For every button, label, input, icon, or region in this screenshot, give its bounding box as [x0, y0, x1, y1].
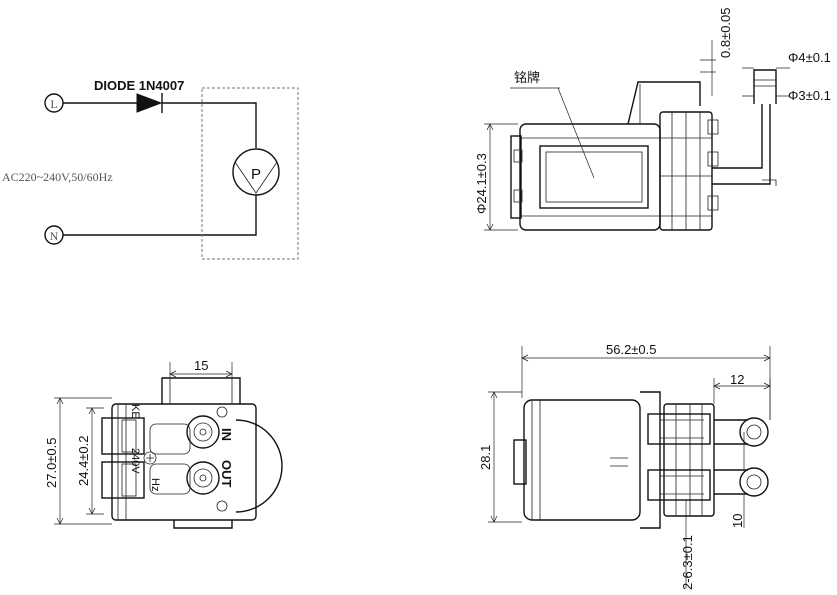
dim-body-dia: Φ24.1±0.3: [474, 153, 489, 214]
motor-body: [519, 123, 661, 231]
top-motor-body: [523, 399, 641, 521]
dim-height-outer: 27.0±0.5: [44, 437, 59, 488]
nameplate: [539, 145, 649, 209]
port-out: [186, 461, 220, 495]
end-view: IN OUT KE 240V Hz 15 27.0±0.5 24.4±0.2: [44, 358, 283, 529]
nameplate-label: 铭牌: [514, 70, 540, 85]
terminal-n-label: N: [50, 229, 59, 243]
terminal-l-label: L: [50, 97, 57, 111]
nozzle-out: [739, 467, 769, 497]
diode-icon: [136, 93, 163, 113]
top-view: 56.2±0.5 12 28.1 10 2-6.3±0.1: [478, 342, 771, 590]
circuit-schematic: L N P DIODE 1N4007 AC220~240V,50/60Hz: [2, 78, 299, 260]
pump-symbol-label: P: [251, 166, 261, 183]
dim-nozzle: 12: [730, 372, 744, 387]
nozzle-in: [739, 417, 769, 447]
dim-wall: 0.8±0.05: [718, 7, 733, 58]
dim-height: 28.1: [478, 445, 493, 470]
dim-outer-dia: Φ4±0.1: [788, 50, 831, 65]
label-240v: 240V: [129, 448, 141, 474]
label-ke: KE: [129, 404, 141, 419]
label-in: IN: [219, 428, 234, 441]
dim-inner-dia: Φ3±0.1: [788, 88, 831, 103]
dim-terminals: 2-6.3±0.1: [680, 535, 695, 590]
dim-width: 15: [194, 358, 208, 373]
dim-length: 56.2±0.5: [606, 342, 657, 357]
spade-terminal-top: [647, 413, 711, 445]
pump-enclosure: [201, 87, 299, 260]
supply-label: AC220~240V,50/60Hz: [2, 170, 113, 184]
label-out: OUT: [219, 460, 234, 488]
dim-height-inner: 24.4±0.2: [76, 435, 91, 486]
label-hz: Hz: [149, 478, 161, 491]
diode-label: DIODE 1N4007: [94, 78, 184, 93]
side-view: 铭牌 Φ24.1±0.3 0.8±0.05 Φ4±0.1 Φ3±0.1: [474, 7, 831, 231]
outlet-nozzle: [753, 69, 777, 104]
spade-terminal-bottom: [647, 469, 711, 501]
port-in: [186, 415, 220, 449]
dim-pitch: 10: [730, 514, 745, 528]
